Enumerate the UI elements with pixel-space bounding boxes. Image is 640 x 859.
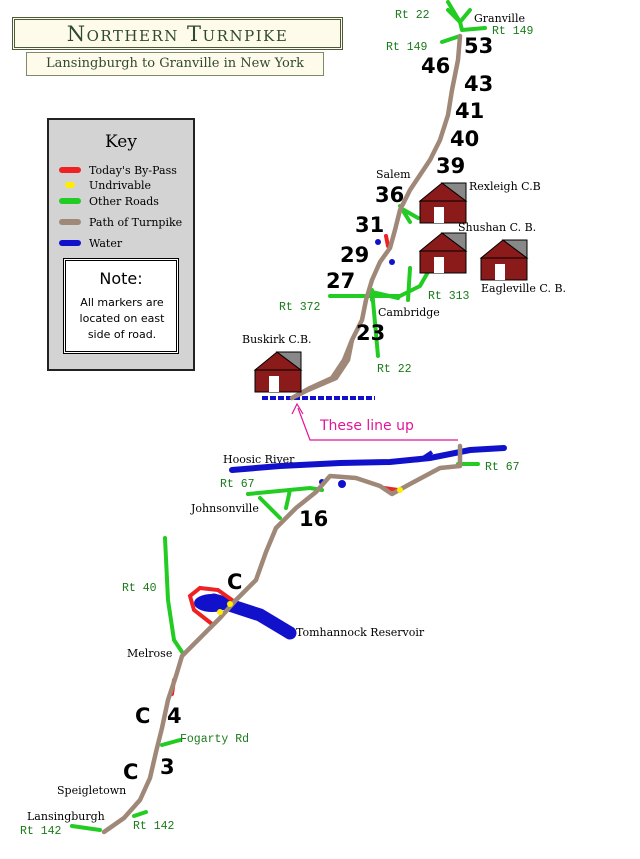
place-label-hoosic: Hoosic River bbox=[223, 453, 295, 466]
bypass-swatch-icon bbox=[59, 167, 81, 173]
covered-bridges bbox=[253, 182, 529, 393]
place-label-tomhannock: Tomhannock Reservoir bbox=[296, 626, 425, 639]
road-label-fogarty: Fogarty Rd bbox=[180, 733, 249, 746]
route-label: Rt 22 bbox=[377, 363, 412, 376]
route-label: Rt 142 bbox=[20, 825, 62, 838]
covered-bridge-icon bbox=[418, 232, 468, 274]
place-label-lansingburgh: Lansingburgh bbox=[27, 810, 105, 823]
marker-39: 39 bbox=[436, 154, 465, 178]
pond bbox=[375, 239, 381, 245]
route-label: Rt 313 bbox=[428, 290, 470, 303]
note-title: Note: bbox=[99, 269, 143, 288]
arrow-up-icon bbox=[291, 402, 304, 415]
turnpike-path bbox=[101, 443, 463, 835]
marker-c2: C bbox=[135, 704, 150, 728]
road bbox=[446, 0, 487, 32]
pond bbox=[389, 259, 395, 265]
marker-4: 4 bbox=[167, 704, 182, 728]
place-label-speigletown: Speigletown bbox=[57, 784, 126, 797]
note-line: located on east bbox=[79, 312, 165, 325]
key-label: Undrivable bbox=[89, 179, 152, 192]
covered-bridge-icon bbox=[253, 351, 303, 393]
place-label-rexleigh: Rexleigh C.B bbox=[469, 180, 541, 193]
road bbox=[70, 810, 148, 832]
map-title: Northern Turnpike bbox=[12, 17, 343, 50]
place-label-cambridge: Cambridge bbox=[378, 306, 440, 319]
line-up-connector bbox=[297, 407, 458, 441]
note-line: side of road. bbox=[87, 328, 157, 341]
route-label: Rt 22 bbox=[395, 9, 430, 22]
place-label-melrose: Melrose bbox=[127, 647, 172, 660]
key-title: Key bbox=[105, 132, 137, 152]
marker-27: 27 bbox=[326, 269, 355, 293]
marker-23: 23 bbox=[356, 321, 385, 345]
road bbox=[160, 738, 182, 747]
key-label: Other Roads bbox=[89, 195, 159, 208]
turnpike-swatch-icon bbox=[59, 219, 81, 225]
place-label-johnsonville: Johnsonville bbox=[190, 502, 259, 515]
note-box: Note: All markers are located on east si… bbox=[63, 258, 179, 354]
water-swatch-icon bbox=[59, 240, 81, 246]
place-label-shushan: Shushan C. B. bbox=[458, 221, 536, 234]
undrivable-dot bbox=[397, 487, 403, 493]
marker-16: 16 bbox=[299, 507, 328, 531]
marker-3: 3 bbox=[160, 755, 175, 779]
route-label: Rt 67 bbox=[485, 461, 520, 474]
place-label-granville: Granville bbox=[474, 12, 525, 25]
place-label-eagleville: Eagleville C. B. bbox=[481, 282, 566, 295]
key-label: Today's By-Pass bbox=[89, 164, 177, 177]
marker-29: 29 bbox=[340, 243, 369, 267]
turnpike-path bbox=[289, 33, 463, 401]
route-label: Rt 142 bbox=[133, 820, 175, 833]
road bbox=[370, 289, 400, 302]
note-text: All markers are located on east side of … bbox=[72, 295, 172, 343]
marker-31: 31 bbox=[355, 213, 384, 237]
pond bbox=[338, 480, 346, 488]
line-up-annotation: These line up bbox=[319, 418, 414, 434]
marker-41: 41 bbox=[455, 99, 484, 123]
other-roads bbox=[70, 0, 487, 832]
map-subtitle: Lansingburgh to Granville in New York bbox=[26, 52, 324, 76]
tomhannock-reservoir bbox=[207, 593, 297, 640]
undrivable-dot bbox=[227, 601, 233, 607]
other-roads-swatch-icon bbox=[59, 198, 81, 204]
place-label-salem: Salem bbox=[376, 168, 411, 181]
place-label-buskirk: Buskirk C.B. bbox=[242, 333, 312, 346]
covered-bridge-icon bbox=[479, 239, 529, 281]
road bbox=[440, 34, 462, 44]
key-item-undrivable: Undrivable bbox=[57, 179, 193, 193]
note-line: All markers are bbox=[80, 296, 164, 309]
marker-c3: C bbox=[123, 760, 138, 784]
marker-36: 36 bbox=[375, 183, 404, 207]
bypass bbox=[384, 234, 390, 248]
marker-c1: C bbox=[227, 570, 242, 594]
marker-46: 46 bbox=[421, 54, 450, 78]
key-label: Path of Turnpike bbox=[89, 216, 183, 229]
marker-53: 53 bbox=[464, 34, 493, 58]
marker-43: 43 bbox=[464, 72, 493, 96]
key-item-bypass: Today's By-Pass bbox=[57, 164, 193, 178]
covered-bridge-icon bbox=[418, 182, 468, 224]
key-item-other-roads: Other Roads bbox=[57, 195, 193, 209]
undrivable-dot bbox=[217, 609, 223, 615]
hoosic-river bbox=[387, 450, 434, 464]
route-label: Rt 40 bbox=[122, 582, 157, 595]
marker-40: 40 bbox=[450, 127, 479, 151]
road bbox=[163, 536, 184, 654]
route-label: Rt 149 bbox=[492, 25, 534, 38]
key-item-turnpike: Path of Turnpike bbox=[57, 216, 193, 230]
undrivable-segments bbox=[217, 487, 403, 615]
key-label: Water bbox=[89, 237, 123, 250]
undrivable-swatch-icon bbox=[65, 182, 75, 188]
route-label: Rt 67 bbox=[220, 478, 255, 491]
map-key: Key Today's By-Pass Undrivable Other Roa… bbox=[47, 118, 195, 371]
route-label: Rt 149 bbox=[386, 41, 428, 54]
bypass bbox=[187, 585, 234, 626]
key-item-water: Water bbox=[57, 237, 193, 251]
route-label: Rt 372 bbox=[279, 301, 321, 314]
